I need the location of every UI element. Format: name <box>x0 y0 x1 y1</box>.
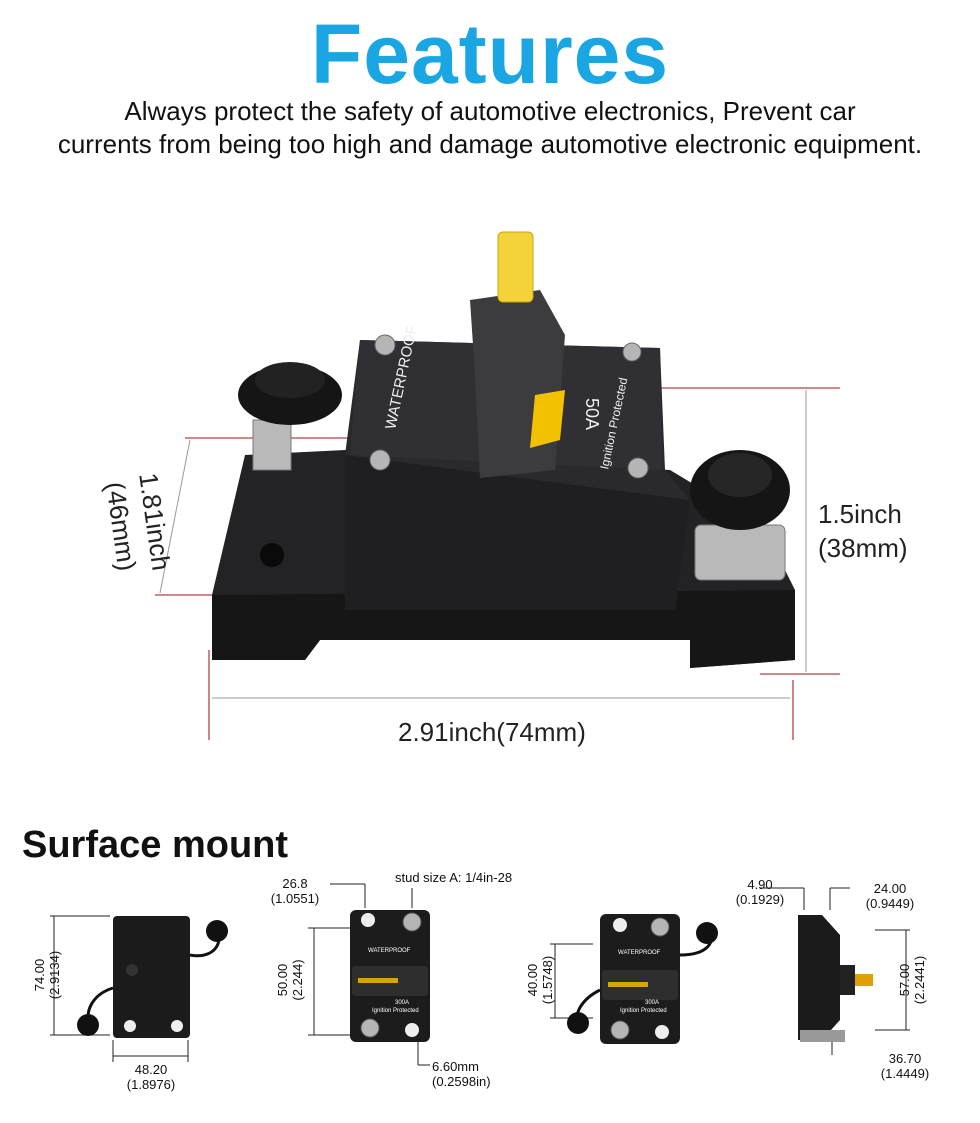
dim-line-depth <box>159 439 191 594</box>
subtitle-line-1: Always protect the safety of automotive … <box>124 96 856 126</box>
stud-icon <box>402 912 422 932</box>
fig2-hole-in: (0.2598in) <box>432 1074 491 1089</box>
mounting-hole <box>260 543 284 567</box>
reset-lever <box>497 231 534 303</box>
terminal-cap <box>206 920 228 942</box>
right-stud-nut <box>694 524 786 581</box>
dim-width-label: 2.91inch(74mm) <box>398 717 586 747</box>
fig4-c-mm: 57.00 <box>897 963 912 997</box>
fig4-a-mm: 4.90 <box>747 877 773 892</box>
fig2-top-label: 26.8 (1.0551) <box>270 876 320 906</box>
fig2-height-label: 50.00 (2.244) <box>275 940 305 1020</box>
subtitle-line-2: currents from being too high and damage … <box>57 129 923 159</box>
stud-icon <box>855 974 873 986</box>
mounting-hole <box>124 1020 136 1032</box>
fig4-c-label: 57.00 (2.2441) <box>897 940 927 1020</box>
fig4-d-mm: 36.70 <box>888 1051 922 1066</box>
mounting-hole <box>361 913 375 927</box>
fig1-width-mm: 48.20 <box>134 1062 168 1077</box>
fig2-label-waterproof: WATERPROOF <box>368 948 411 954</box>
fig1-height-in: (2.9134) <box>47 950 62 1000</box>
left-stud-nut <box>252 419 292 471</box>
fig4-c-in: (2.2441) <box>912 955 927 1005</box>
mounting-hole <box>405 1023 419 1037</box>
fig2-hole-label: 6.60mm (0.2598in) <box>432 1059 491 1089</box>
dim-height-inch: 1.5inch <box>818 499 902 529</box>
fig4-d-label: 36.70 (1.4449) <box>875 1051 935 1081</box>
fig3-label-ignition: Ignition Protected <box>620 1008 667 1014</box>
screw-icon <box>369 449 391 471</box>
fig1-height-label: 74.00 (2.9134) <box>32 930 62 1020</box>
terminal-cap <box>77 1014 99 1036</box>
fig2-top-mm: 26.8 <box>282 876 308 891</box>
fig2-hole-mm: 6.60mm <box>432 1059 479 1074</box>
fig2-top-in: (1.0551) <box>270 891 320 906</box>
fig4-d-in: (1.4449) <box>880 1066 930 1081</box>
fig3-height-in: (1.5748) <box>540 955 555 1005</box>
label-rating: 50A <box>582 398 602 430</box>
screw-icon <box>627 457 649 479</box>
fig2-label-ignition: Ignition Protected <box>372 1008 419 1014</box>
fig3-height-label: 40.00 (1.5748) <box>525 940 555 1020</box>
surface-mount-figure-2 <box>308 883 430 1066</box>
mounting-hole <box>655 1025 669 1039</box>
mounting-hole <box>171 1020 183 1032</box>
fig3-height-mm: 40.00 <box>525 963 540 997</box>
lever-housing <box>470 290 565 478</box>
breaker-back <box>113 916 190 1038</box>
fig4-b-in: (0.9449) <box>865 896 915 911</box>
stud-icon <box>610 1020 630 1040</box>
dim-height-label: 1.5inch (38mm) <box>818 497 908 565</box>
fig1-width-in: (1.8976) <box>126 1077 176 1092</box>
section-heading-surface-mount: Surface mount <box>22 824 289 866</box>
fig4-b-label: 24.00 (0.9449) <box>860 881 920 911</box>
fig3-label-waterproof: WATERPROOF <box>618 950 661 956</box>
circuit-breaker-illustration: WATERPROOF 50A Ignition Protected <box>155 231 840 740</box>
surface-mount-figure-4 <box>760 887 910 1055</box>
fig4-b-mm: 24.00 <box>873 881 907 896</box>
terminal-cap <box>567 1012 589 1034</box>
fig1-height-mm: 74.00 <box>32 958 47 992</box>
fig2-height-in: (2.244) <box>290 959 305 1001</box>
screw-icon <box>622 342 642 362</box>
surface-mount-figure-3 <box>550 914 718 1044</box>
terminal-cap <box>696 922 718 944</box>
reset-lever <box>358 978 398 983</box>
stud-icon <box>650 917 670 937</box>
fig3-label-rating: 300A <box>645 1000 660 1006</box>
fig2-stud-size: stud size A: 1/4in-28 <box>395 870 513 885</box>
page-title: Features <box>310 7 670 101</box>
fig4-a-label: 4.90 (0.1929) <box>730 877 790 907</box>
fig2-height-mm: 50.00 <box>275 963 290 997</box>
fig2-label-rating: 300A <box>395 1000 410 1006</box>
reset-indicator <box>530 390 565 448</box>
breaker-side <box>798 915 840 1040</box>
mounting-hole <box>613 918 627 932</box>
dim-height-mm: (38mm) <box>818 533 908 563</box>
fig4-a-in: (0.1929) <box>735 892 785 907</box>
fig1-width-label: 48.20 (1.8976) <box>121 1062 181 1092</box>
surface-mount-figure-1 <box>50 915 228 1062</box>
reset-lever <box>608 982 648 987</box>
screw-icon <box>374 334 396 356</box>
stud-icon <box>360 1018 380 1038</box>
